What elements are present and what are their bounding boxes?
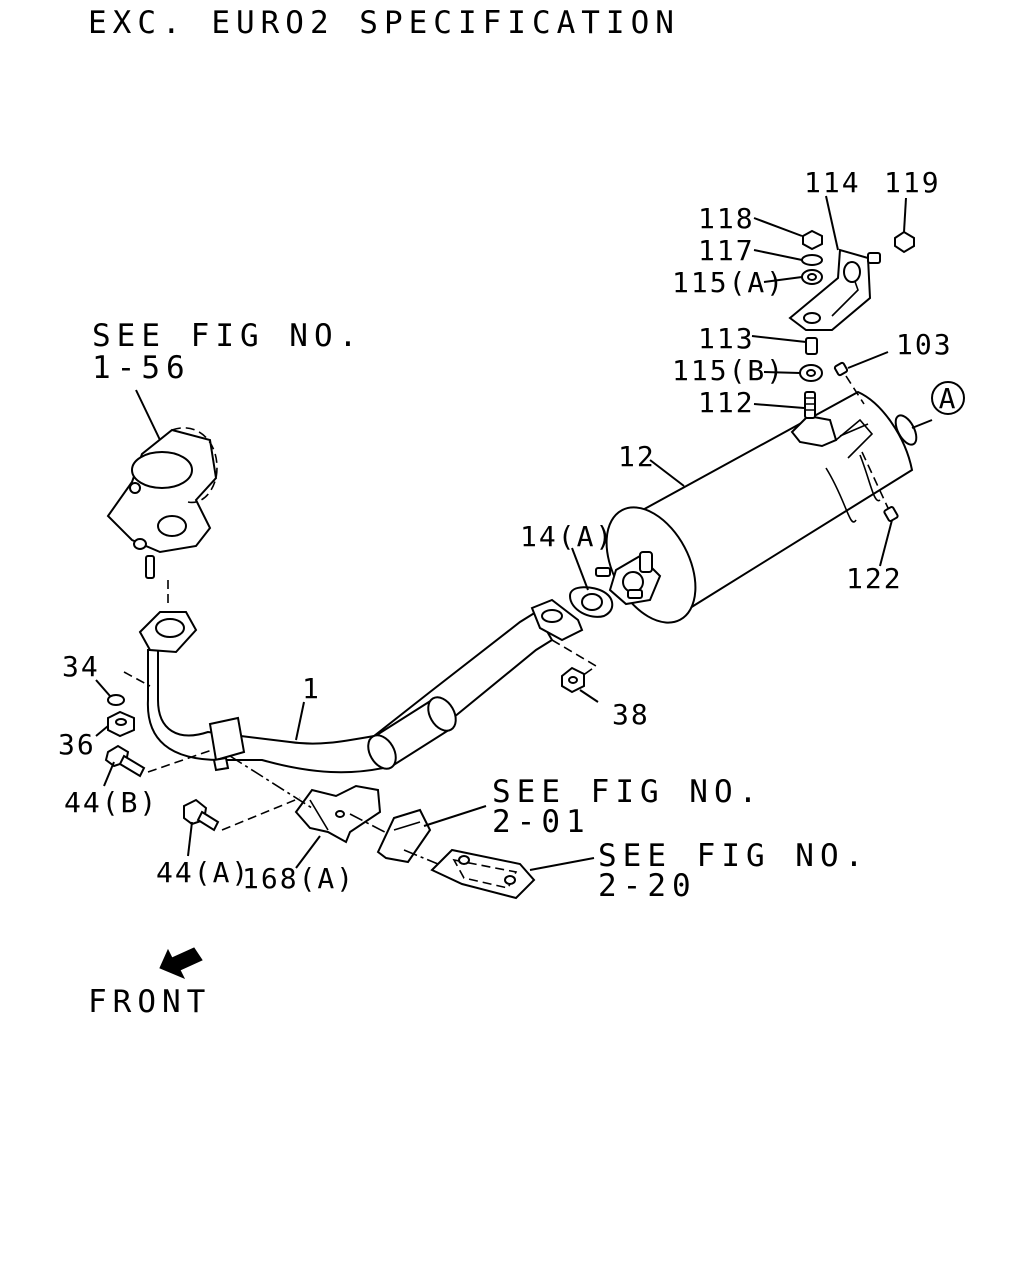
leader-lines: [95, 195, 933, 871]
callout-119: 119: [884, 166, 941, 199]
callout-1: 1: [302, 672, 321, 705]
stud-112-icon: [804, 391, 816, 419]
nut-118-icon: [802, 229, 823, 251]
callout-44b: 44(B): [64, 786, 158, 819]
bolt-44a-icon: [183, 798, 220, 832]
bracket-2-01: [376, 808, 432, 864]
hanger-bolt: [867, 252, 881, 264]
callout-118: 118: [698, 202, 755, 235]
see-fig-1-56-line1: SEE FIG NO.: [92, 318, 363, 354]
hanger-114: [788, 248, 872, 331]
see-fig-2-01-line1: SEE FIG NO.: [492, 774, 763, 810]
washer-117-icon: [801, 254, 823, 266]
callout-44a: 44(A): [156, 856, 250, 889]
diagram-title: EXC. EURO2 SPECIFICATION: [88, 5, 680, 41]
reference-circle: [931, 381, 965, 415]
collar-113-icon: [805, 337, 818, 355]
callout-122: 122: [846, 562, 903, 595]
callout-12: 12: [618, 440, 656, 473]
callout-36: 36: [58, 728, 96, 761]
muffler: [595, 390, 918, 624]
callout-168a: 168(A): [242, 862, 355, 895]
see-fig-2-20-line1: SEE FIG NO.: [598, 838, 869, 874]
bolt-44b-icon: [104, 744, 146, 778]
see-fig-1-56-line2: 1-56: [92, 350, 191, 386]
callout-14a: 14(A): [520, 520, 614, 553]
bracket-168a: [294, 784, 382, 844]
callout-112: 112: [698, 386, 755, 419]
gasket-14a: [568, 586, 614, 618]
nut-119-icon: [894, 230, 915, 254]
callout-117: 117: [698, 234, 755, 267]
callout-115b: 115(B): [672, 354, 785, 387]
bracket-2-20: [430, 848, 536, 900]
callout-113: 113: [698, 322, 755, 355]
see-fig-2-20-line2: 2-20: [598, 868, 697, 904]
front-label: FRONT: [88, 984, 211, 1020]
callout-103: 103: [896, 328, 953, 361]
callout-115a: 115(A): [672, 266, 785, 299]
callout-34: 34: [62, 650, 100, 683]
bolt-103-icon: [833, 361, 849, 377]
front-arrow-icon: [159, 947, 203, 979]
see-fig-2-01-line2: 2-01: [492, 804, 591, 840]
exhaust-manifold-outlet: [106, 427, 218, 579]
bolt-122-icon: [883, 506, 899, 522]
callout-38: 38: [612, 698, 650, 731]
reference-circle-label: A: [939, 382, 958, 415]
callout-114: 114: [804, 166, 861, 199]
washer-34-icon: [107, 694, 125, 706]
front-exhaust-pipe: [138, 598, 584, 774]
